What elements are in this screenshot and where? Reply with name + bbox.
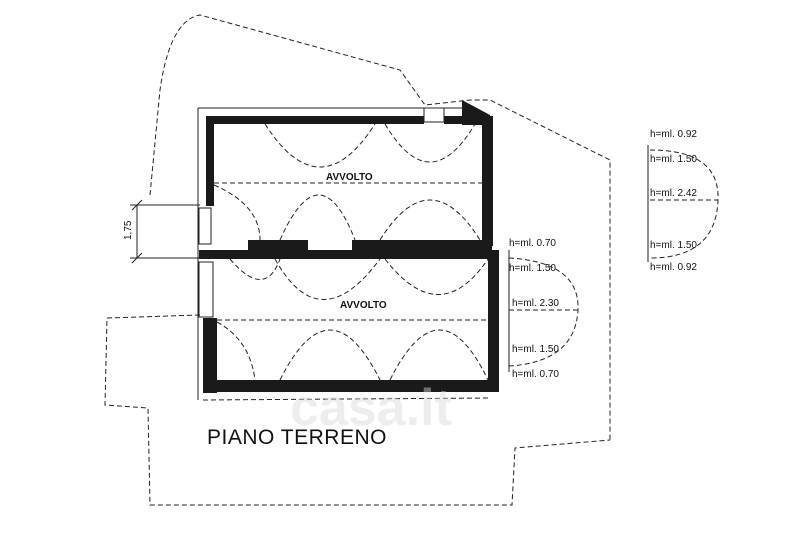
dimension-label: 1,75 xyxy=(123,220,134,240)
window-left-2 xyxy=(198,261,214,318)
wall-left-upper xyxy=(206,116,214,206)
wall-right-lower xyxy=(488,255,499,390)
vault-lower-arc-6 xyxy=(389,329,489,381)
room-upper-label: AVVOLTO xyxy=(326,172,373,183)
middle-height-2: h=ml. 1.50 xyxy=(509,263,556,274)
middle-height-5: h=ml. 0.70 xyxy=(512,369,559,380)
middle-height-4: h=ml. 1.50 xyxy=(512,344,559,355)
wall-right-upper xyxy=(482,116,493,246)
right-height-2: h=ml. 1.50 xyxy=(650,154,697,165)
vault-upper-arc-3 xyxy=(213,184,261,241)
plan-title: PIANO TERRENO xyxy=(207,426,387,449)
vault-upper-arc-1 xyxy=(264,123,376,168)
watermark: casa.it xyxy=(290,379,452,437)
right-height-1: h=ml. 0.92 xyxy=(650,129,697,140)
wall-left-lower xyxy=(203,318,217,393)
vault-upper-arc-5 xyxy=(379,199,481,241)
vault-upper-arc-4 xyxy=(279,194,356,241)
site-boundary-lower xyxy=(104,314,611,506)
room-lower-label: AVVOLTO xyxy=(340,300,387,311)
right-height-5: h=ml. 0.92 xyxy=(650,262,697,273)
window-top xyxy=(423,107,445,123)
right-height-4: h=ml. 1.50 xyxy=(650,240,697,251)
vault-lower-arc-3 xyxy=(384,258,489,295)
wall-bottom-lower xyxy=(203,380,499,392)
wall-middle-right xyxy=(352,240,492,251)
right-height-3: h=ml. 2.42 xyxy=(650,188,697,199)
vault-lower-arc-2 xyxy=(274,258,381,300)
vault-lower-arc-1 xyxy=(229,258,281,280)
middle-height-3: h=ml. 2.30 xyxy=(512,298,559,309)
wall-middle-stub xyxy=(199,250,499,259)
middle-height-1: h=ml. 0.70 xyxy=(509,238,556,249)
vault-lower-arc-5 xyxy=(279,329,381,381)
dimension-line xyxy=(130,199,200,264)
vault-upper-arc-2 xyxy=(384,123,476,163)
window-left-1 xyxy=(198,207,212,245)
vault-lower-arc-4 xyxy=(216,321,256,381)
wall-middle-left xyxy=(248,240,308,251)
wall-top-upper xyxy=(206,116,424,124)
